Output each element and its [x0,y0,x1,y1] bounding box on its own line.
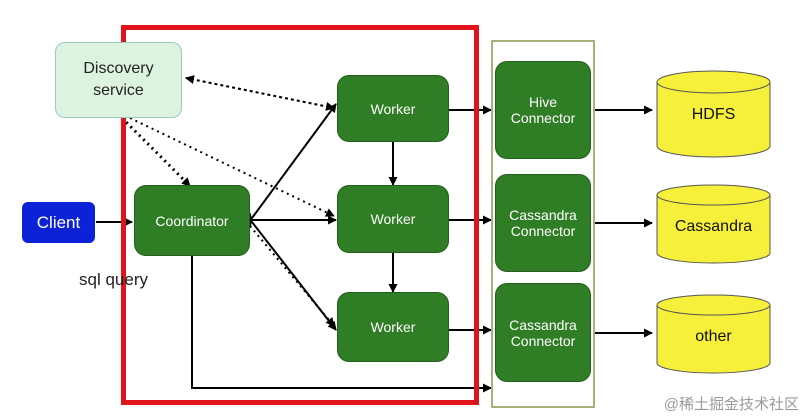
cassandra-label: Cassandra [674,218,753,235]
connector-group-box [491,40,595,408]
hdfs-label: HDFS [691,106,736,123]
client-node: Client [22,202,95,243]
edge-discovery-worker2 [129,117,335,217]
worker-node-1: Worker [337,75,449,142]
coordinator-worker-highlight-box [121,25,479,405]
database-cylinder-icon [656,294,771,374]
coordinator-node: Coordinator [134,185,250,256]
hive-connector-node: Hive Connector [495,61,591,159]
discovery-service-node: Discovery service [55,42,182,118]
watermark: @稀土掘金技术社区 [663,396,799,413]
cassandra-store: Cassandra [656,184,771,264]
cassandra-connector-node-1: Cassandra Connector [495,174,591,272]
database-cylinder-icon [656,184,771,264]
edge-coordinator-connector3-route [191,256,492,393]
edge-discovery-coordinator [120,116,192,188]
worker-node-2: Worker [337,185,449,253]
edge-discovery-worker1 [185,77,335,111]
sql-query-label: sql query [79,270,148,289]
edge-coordinator-worker3 [243,212,337,331]
other-label: other [695,328,732,345]
other-store: other [656,294,771,374]
worker-node-3: Worker [337,292,449,362]
cassandra-connector-node-2: Cassandra Connector [495,283,591,382]
edge-coordinator-worker1 [243,103,337,228]
hdfs-store: HDFS [656,70,771,158]
database-cylinder-icon [656,70,771,158]
edge-worker1-discovery [185,75,335,109]
